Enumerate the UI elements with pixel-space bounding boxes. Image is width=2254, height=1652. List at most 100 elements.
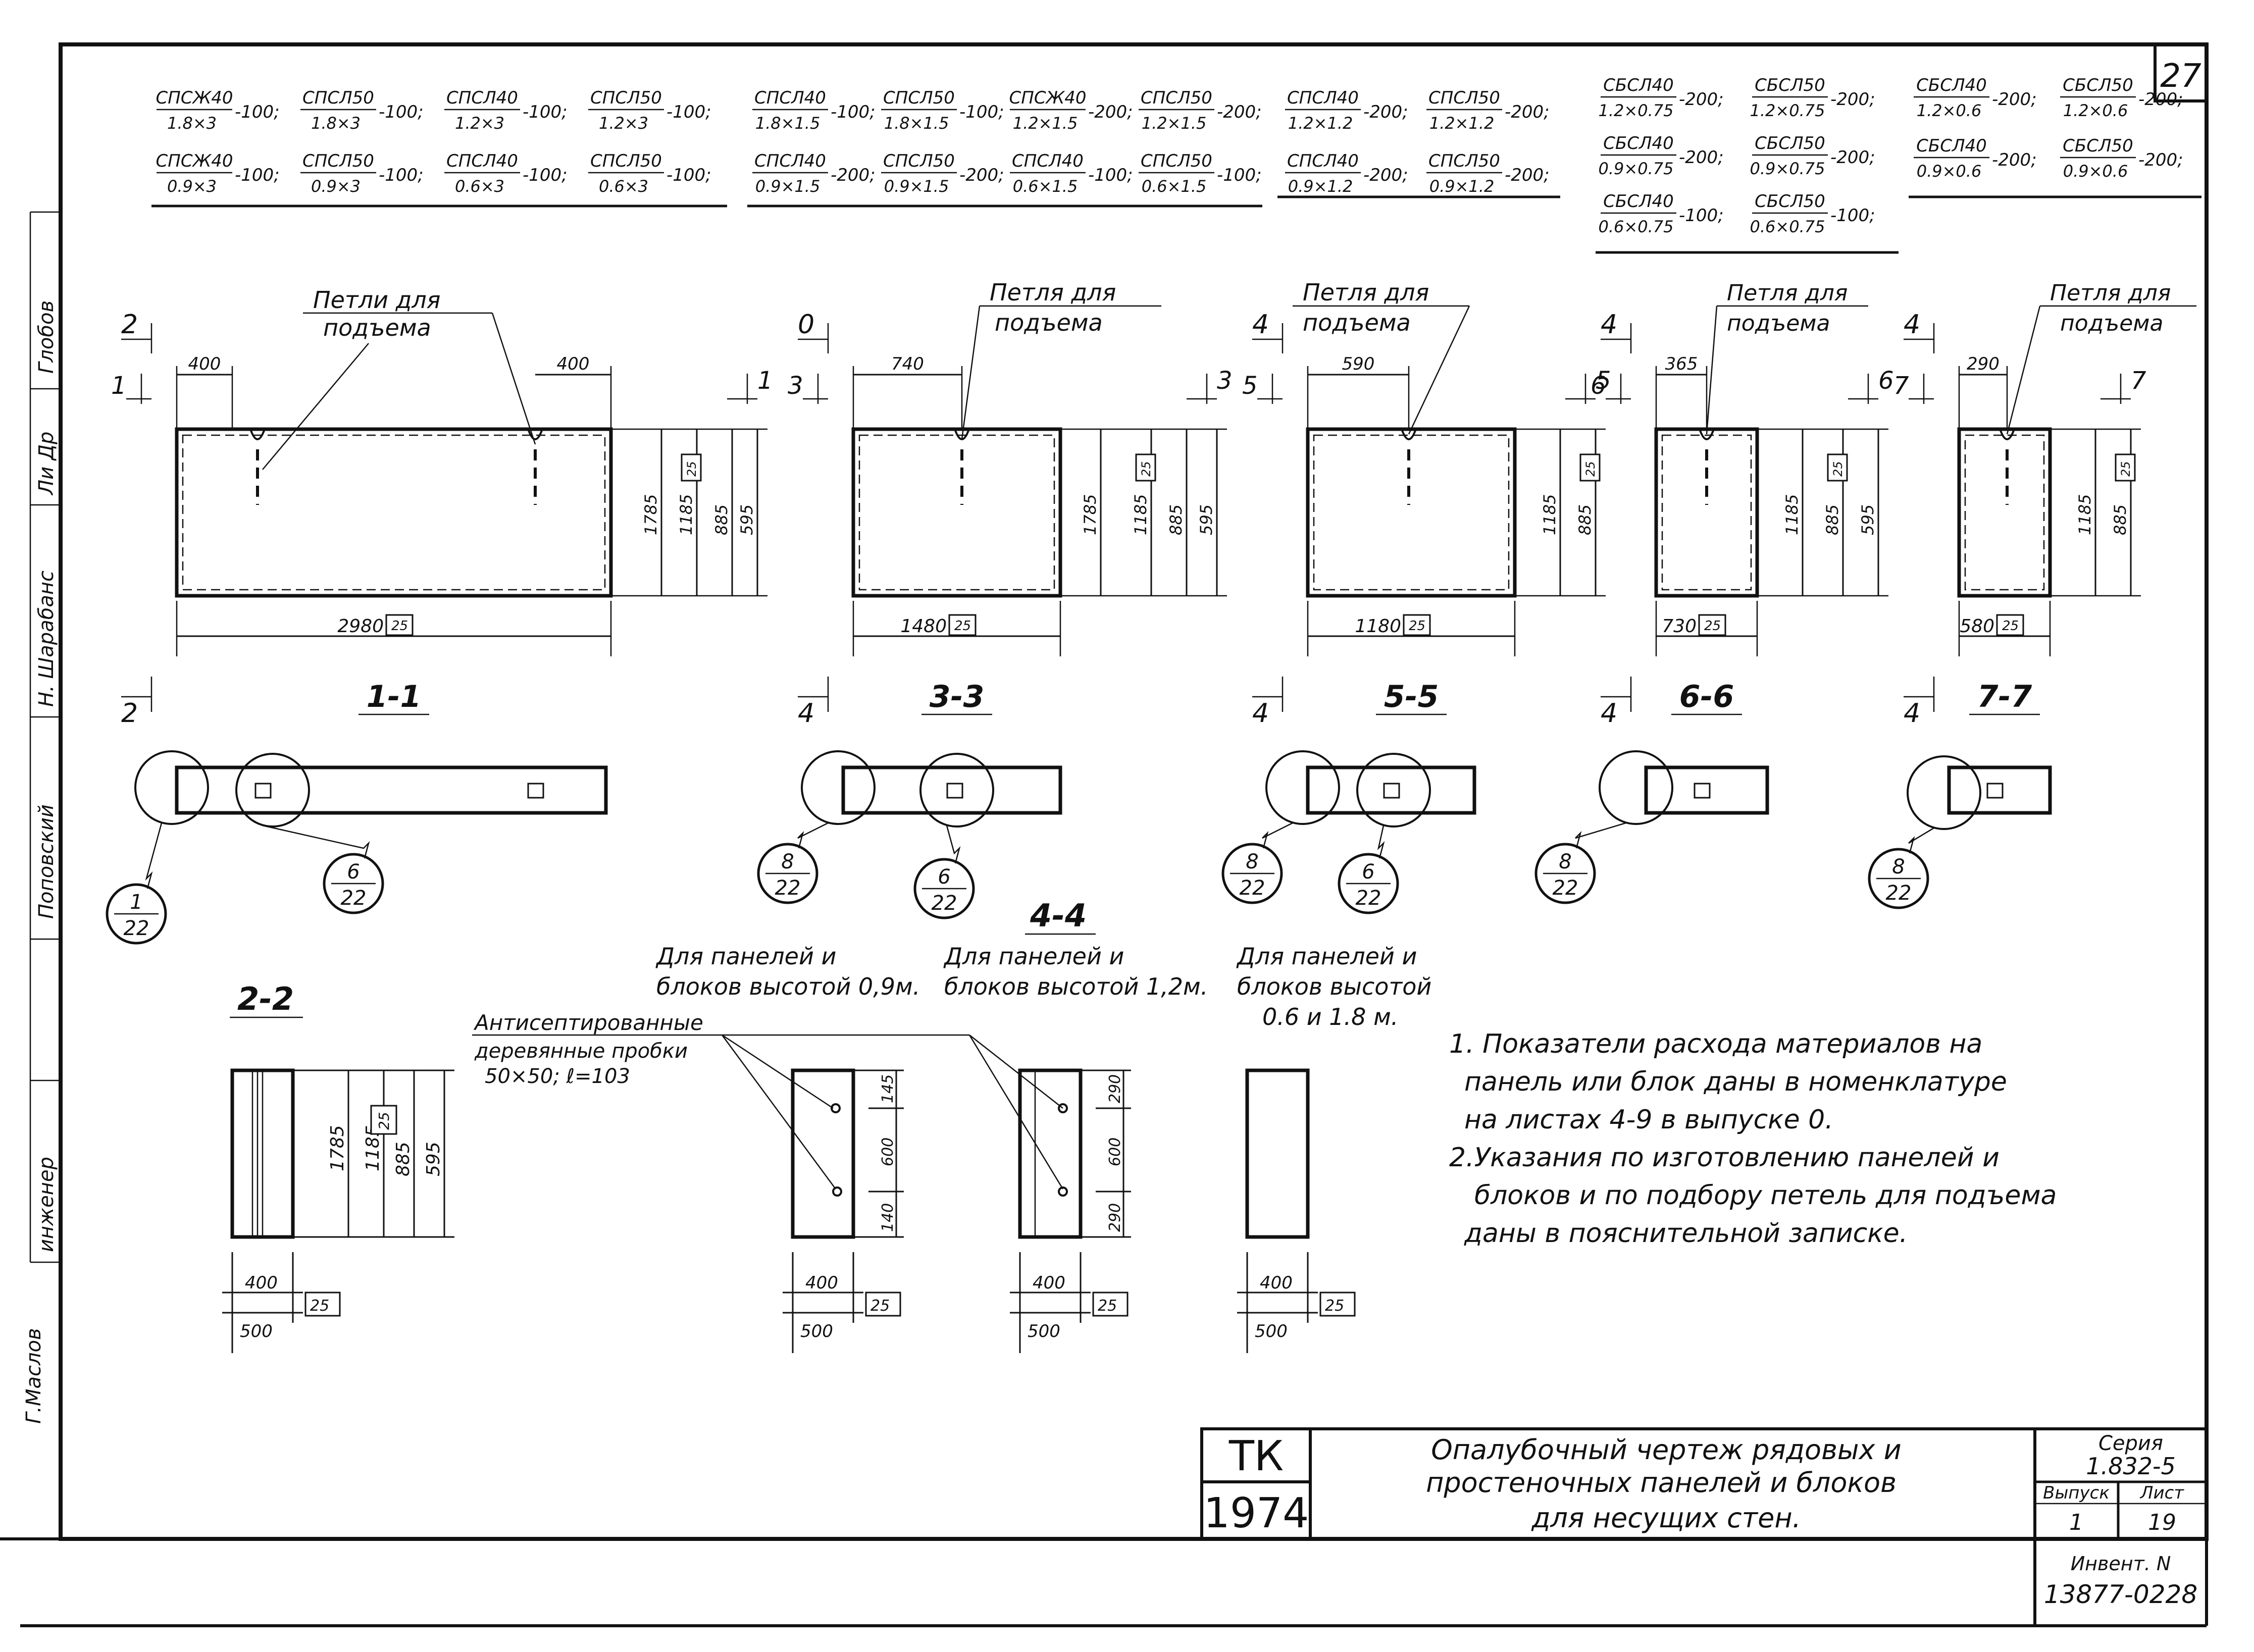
- legend-denominator: 0.9×1.5: [884, 177, 949, 196]
- legend-quantity: -200;: [1830, 89, 1875, 110]
- height-dim-symbol: 25: [1139, 461, 1153, 477]
- panel-outline: [1306, 427, 1517, 598]
- width-dim-symbol-box: [385, 614, 414, 636]
- plan-outline: [1947, 765, 2052, 815]
- legend-quantity: -100;: [235, 102, 280, 122]
- drawing-title-1: Опалубочный чертеж рядовых и: [1431, 1434, 1902, 1466]
- callout-bubble: [1534, 843, 1596, 904]
- section-4-4-title: 4-4: [1030, 897, 1087, 934]
- cut-mark-bottom: 4: [1252, 698, 1269, 729]
- quantity-legend: СПСЖ401.8×3-100;СПСЛ501.8×3-100;СПСЛ401.…: [156, 75, 2183, 236]
- legend-quantity: -100;: [379, 102, 424, 122]
- legend-numerator: СПСЛ40: [446, 151, 518, 171]
- loop-label-2-line1: Петля для: [990, 279, 1116, 306]
- cut-mark-top: 0: [798, 309, 814, 340]
- sidebar-cell-2: Ли Др: [35, 432, 58, 496]
- loop-label-1: Петли для подъема: [262, 286, 536, 470]
- width-dim-label: 580: [1960, 616, 1994, 637]
- legend-quantity: -100;: [1679, 205, 1724, 226]
- plan-slot: [254, 783, 272, 799]
- callout-number: 8: [1246, 850, 1258, 873]
- sheet-number: 27: [2160, 58, 2201, 95]
- lifting-loop: [1999, 429, 2015, 440]
- legend-numerator: СПСЛ50: [302, 151, 374, 171]
- legend-numerator: СПСЛ40: [754, 88, 826, 108]
- legend-denominator: 0.6×3: [599, 177, 648, 196]
- width-dim-label: 1480: [900, 616, 947, 637]
- legend-numerator: СПСЛ40: [1287, 151, 1359, 171]
- plan-outline: [175, 765, 608, 815]
- panel-outline: [851, 427, 1062, 598]
- legend-denominator: 0.9×0.75: [1599, 159, 1674, 178]
- loop-label-4: Петля для подъема: [1706, 280, 1868, 435]
- cut-mark-side-left: 3: [788, 372, 803, 400]
- cut-mark-side-right: 3: [1217, 367, 1233, 395]
- callout-bubble: [1221, 843, 1283, 904]
- legend-quantity: -100;: [1088, 165, 1133, 185]
- legend-denominator: 0.6×0.75: [1599, 217, 1674, 236]
- legend-denominator: 1.2×3: [599, 114, 648, 133]
- height-dim-label: 885: [1823, 504, 1842, 535]
- s2-thick-400: 400: [1033, 1273, 1065, 1293]
- s2-dim-2: 600: [1106, 1138, 1124, 1166]
- plan-outline: [1306, 765, 1476, 815]
- legend-denominator: 0.6×1.5: [1142, 177, 1207, 196]
- width-dim-symbol: 25: [2002, 618, 2019, 634]
- cut-mark-top: 2: [121, 309, 138, 340]
- height-dim-symbol: 25: [2119, 461, 2133, 477]
- legend-denominator: 0.9×1.5: [755, 177, 821, 196]
- legend-denominator: 0.6×0.75: [1750, 217, 1825, 236]
- legend-quantity: -100;: [831, 102, 876, 122]
- legend-quantity: -100;: [1830, 205, 1875, 226]
- callout-number: 8: [781, 850, 794, 873]
- width-dim-label: 2980: [337, 616, 384, 637]
- plan-slot: [527, 783, 544, 799]
- lifting-loop: [1401, 429, 1417, 440]
- loop-label-3-line2: подъема: [1303, 309, 1411, 336]
- cut-mark-side-right: 1: [757, 367, 773, 395]
- s3-thick-symbol: 25: [1325, 1297, 1344, 1315]
- legend-quantity: -100;: [959, 102, 1004, 122]
- legend-denominator: 0.9×1.2: [1429, 177, 1495, 196]
- callout-leader: [1575, 822, 1626, 849]
- width-dim-symbol-box: [948, 614, 977, 636]
- legend-quantity: -200;: [1363, 102, 1408, 122]
- height-dim-symbol: 25: [1583, 461, 1598, 477]
- legend-numerator: СПСЛ40: [446, 88, 518, 108]
- loop-label-5-line1: Петля для: [2050, 280, 2171, 306]
- legend-denominator: 0.9×3: [167, 177, 217, 196]
- legend-numerator: СПСЛ50: [883, 88, 955, 108]
- detail-callout: 122: [106, 822, 167, 945]
- s3-thick-500: 500: [1255, 1321, 1288, 1341]
- legend-numerator: СБСЛ40: [1603, 75, 1674, 95]
- s1-thick-symbol: 25: [870, 1297, 890, 1315]
- detail-circle: [235, 753, 310, 828]
- detail-callout: 822: [1868, 827, 1934, 909]
- note-line-2: панель или блок даны в номенклатуре: [1464, 1067, 2007, 1097]
- legend-quantity: -200;: [1992, 89, 2037, 110]
- legend-denominator: 1.8×1.5: [755, 114, 821, 133]
- legend-quantity: -200;: [959, 165, 1004, 185]
- legend-numerator: СПСЛ50: [590, 88, 662, 108]
- legend-numerator: СБСЛ50: [1755, 191, 1825, 212]
- legend-quantity: -200;: [1088, 102, 1133, 122]
- legend-underlines: [151, 195, 2201, 254]
- general-notes: 1. Показатели расхода материалов на пане…: [1449, 1029, 2057, 1249]
- height-dim-symbol: 25: [1831, 461, 1845, 477]
- inventory-number: 13877-0228: [2044, 1580, 2197, 1609]
- legend-denominator: 1.2×0.6: [2063, 101, 2128, 120]
- issue-label: Выпуск: [2043, 1483, 2110, 1503]
